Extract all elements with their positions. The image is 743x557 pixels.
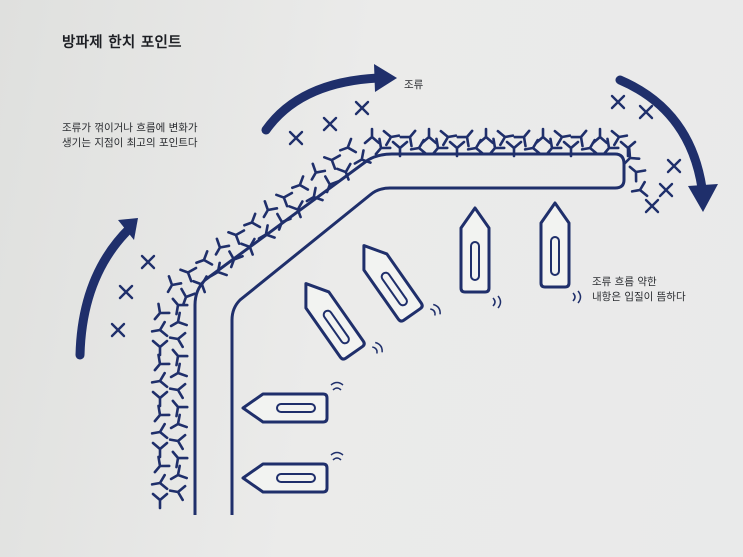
x-mark-icon xyxy=(354,100,370,116)
x-mark-icon xyxy=(666,158,682,174)
tetrapod-icon xyxy=(166,362,188,385)
tetrapod-icon xyxy=(166,311,188,334)
tetrapod-icon xyxy=(151,441,169,459)
tetrapod-icon xyxy=(256,200,279,222)
ripple-icon xyxy=(572,290,582,304)
tetrapod-icon xyxy=(224,224,246,245)
tetrapod-icon xyxy=(176,261,198,283)
weak-current-text-line1: 조류 흐름 약한 xyxy=(592,276,657,288)
tetrapod-icon xyxy=(363,127,381,145)
x-mark-icon xyxy=(658,182,674,198)
x-mark-icon xyxy=(140,254,156,270)
ripple-icon xyxy=(430,303,441,316)
tetrapod-icon xyxy=(167,482,187,502)
tetrapod-icon xyxy=(619,140,637,158)
tetrapod-icon xyxy=(148,455,171,478)
change-point-text-line1: 조류가 꺾이거나 흐름에 변화가 xyxy=(62,122,198,134)
tetrapod-icon xyxy=(624,160,647,183)
fishing-float-icon xyxy=(539,201,582,304)
tetrapod-icon xyxy=(149,422,169,442)
tetrapod-icon xyxy=(151,390,169,408)
fishing-float-icon xyxy=(241,381,344,424)
tetrapod-icon xyxy=(149,371,169,391)
x-mark-icon xyxy=(638,104,654,120)
tetrapod-icon xyxy=(629,180,649,200)
tetrapod-icon xyxy=(151,339,169,357)
x-mark-icon xyxy=(118,284,134,300)
tetrapod-icon xyxy=(151,492,169,510)
fishing-float-icon xyxy=(459,206,502,309)
ripple-icon xyxy=(330,381,344,391)
x-mark-icon xyxy=(610,94,626,110)
x-markers xyxy=(110,94,682,338)
tetrapod-icon xyxy=(192,250,214,271)
tetrapod-icon xyxy=(149,473,169,493)
fishing-floats xyxy=(241,201,582,494)
tetrapod-icon xyxy=(160,275,183,297)
tetrapod-icon xyxy=(166,464,188,487)
weak-current-text-line2: 내항은 입질이 뜸하다 xyxy=(592,291,686,303)
tetrapod-icon xyxy=(148,353,171,376)
curved-arrow-icon xyxy=(615,75,718,212)
tetrapod-icon xyxy=(320,149,342,170)
tetrapod-icon xyxy=(166,446,189,469)
tetrapod-icon xyxy=(240,212,262,234)
x-mark-icon xyxy=(288,130,304,146)
tetrapod-icon xyxy=(420,127,438,145)
tetrapod-icon xyxy=(591,127,609,145)
breakwater-outer-wall xyxy=(193,152,626,515)
curved-arrow-icon xyxy=(261,64,397,135)
tetrapod-icon xyxy=(166,344,189,367)
tetrapod-icon xyxy=(149,320,169,340)
tetrapod-icon xyxy=(167,380,187,400)
tetrapod-icon xyxy=(208,237,231,260)
page-title: 방파제 한치 포인트 xyxy=(62,35,182,51)
tetrapod-icon xyxy=(534,127,552,145)
tetrapod-icon xyxy=(166,395,189,418)
change-point-text-line2: 생기는 지점이 최고의 포인트다 xyxy=(62,137,198,149)
fishing-float-icon xyxy=(304,282,383,361)
tetrapod-icon xyxy=(148,302,171,325)
tetrapod-icon xyxy=(336,137,358,159)
tetrapod-icon xyxy=(167,329,187,349)
fishing-float-icon xyxy=(241,451,344,494)
current-label: 조류 xyxy=(404,79,424,91)
ripple-icon xyxy=(372,341,383,354)
tetrapod-icon xyxy=(477,127,495,145)
tetrapod-icon xyxy=(167,431,187,451)
tetrapod-icon xyxy=(272,186,294,208)
fishing-float-icon xyxy=(362,244,441,323)
tetrapod-icon xyxy=(288,175,310,196)
tetrapod-icon xyxy=(148,404,171,427)
x-mark-icon xyxy=(322,116,338,132)
tetrapod-icon xyxy=(304,162,327,185)
curved-arrow-icon xyxy=(75,218,138,360)
tetrapod-icon xyxy=(166,413,188,436)
x-mark-icon xyxy=(110,322,126,338)
x-mark-icon xyxy=(644,198,660,214)
ripple-icon xyxy=(330,451,344,461)
ripple-icon xyxy=(492,295,502,309)
